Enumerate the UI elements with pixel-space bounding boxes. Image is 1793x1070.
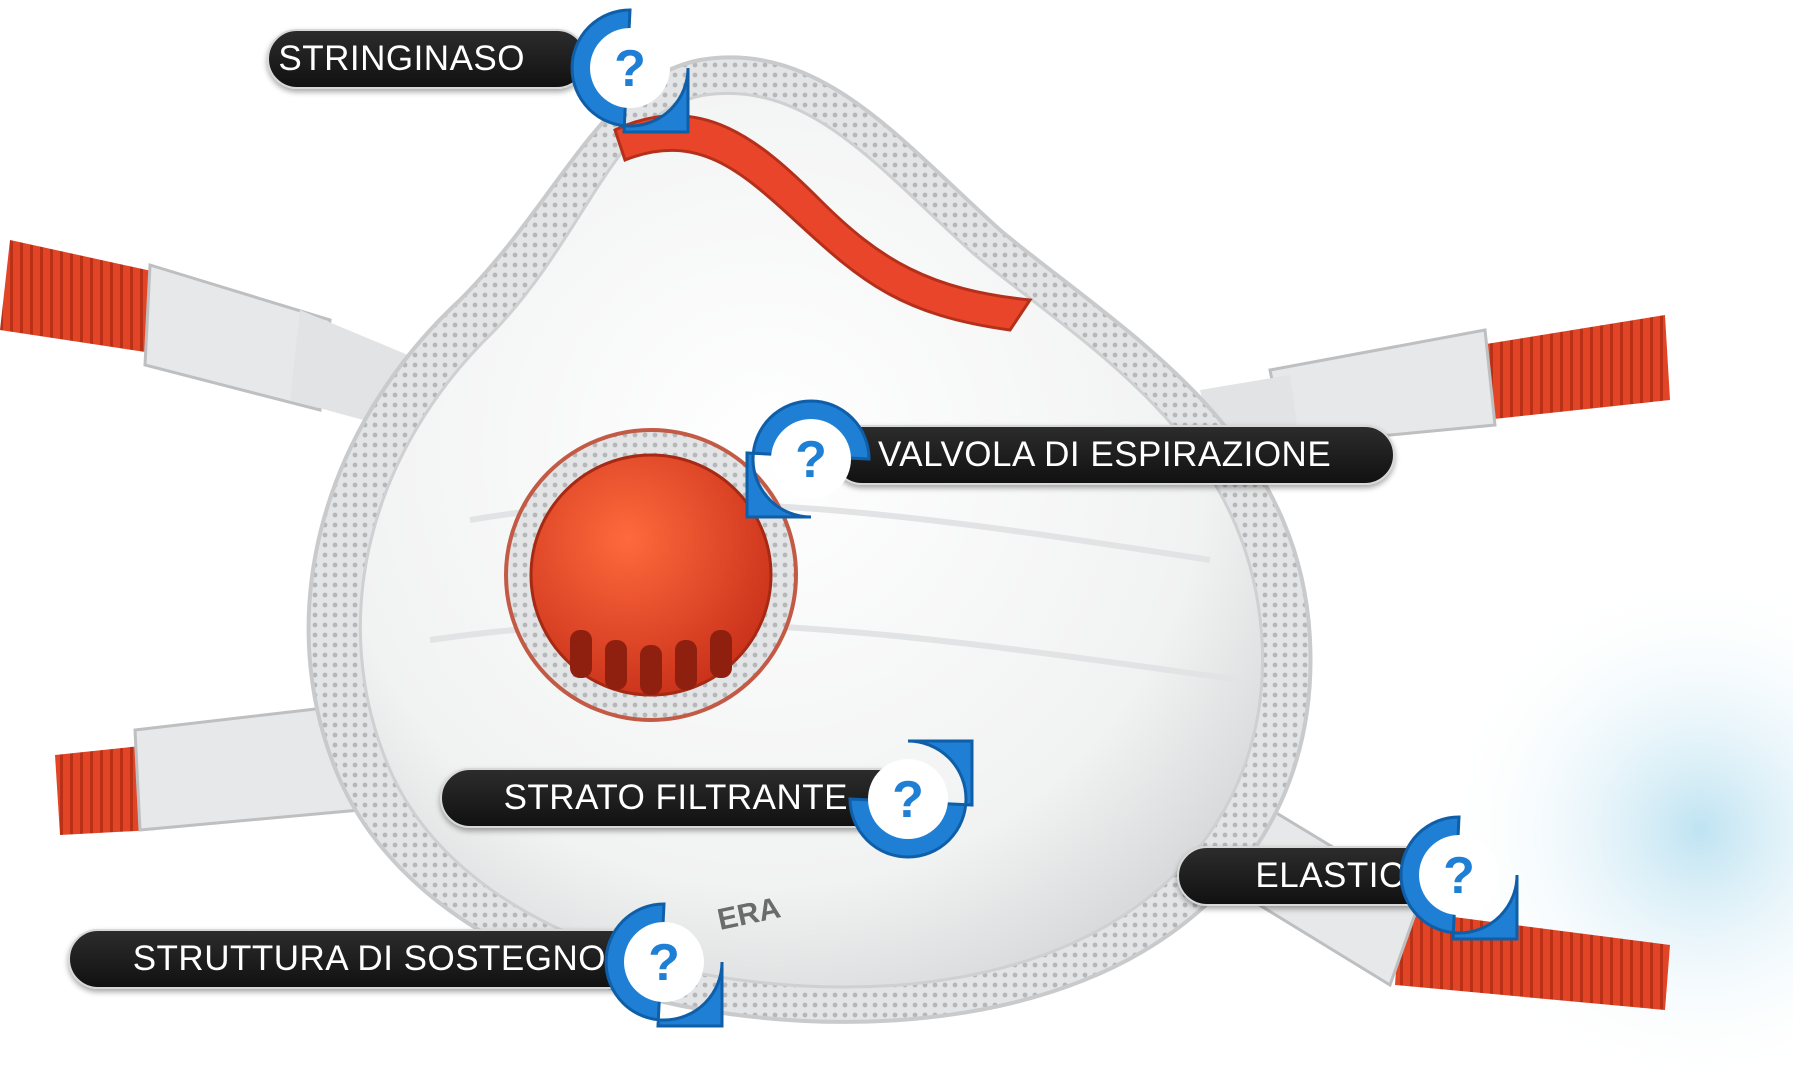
hotspot-label-text: STRINGINASO	[278, 31, 525, 87]
question-icon: ?	[850, 741, 972, 857]
hotspot-button-valvola-di-espirazione[interactable]: ?	[745, 393, 877, 525]
hotspot-button-stringinaso[interactable]: ?	[564, 2, 696, 134]
hotspot-label-valvola-di-espirazione[interactable]: VALVOLA DI ESPIRAZIONE	[832, 425, 1395, 485]
svg-text:?: ?	[614, 40, 646, 98]
question-icon: ?	[747, 401, 869, 517]
svg-text:?: ?	[795, 431, 827, 489]
hotspot-button-strato-filtrante[interactable]: ?	[842, 733, 974, 865]
hotspot-button-struttura-di-sostegno[interactable]: ?	[598, 896, 730, 1028]
svg-text:?: ?	[648, 934, 680, 992]
hotspot-button-elastici[interactable]: ?	[1393, 809, 1525, 941]
hotspot-label-text: VALVOLA DI ESPIRAZIONE	[878, 427, 1331, 483]
hotspot-label-strato-filtrante[interactable]: STRATO FILTRANTE	[440, 768, 910, 828]
hotspot-label-stringinaso[interactable]: STRINGINASO	[267, 29, 587, 89]
question-icon: ?	[1401, 817, 1517, 939]
svg-text:?: ?	[1443, 847, 1475, 905]
hotspot-label-text: ELASTICI	[1255, 848, 1415, 904]
question-icon: ?	[606, 904, 722, 1026]
svg-text:?: ?	[892, 771, 924, 829]
hotspot-label-text: STRATO FILTRANTE	[504, 770, 848, 826]
strap-top-left	[0, 240, 170, 355]
question-icon: ?	[572, 10, 688, 132]
hotspot-label-struttura-di-sostegno[interactable]: STRUTTURA DI SOSTEGNO	[68, 929, 668, 989]
hotspot-label-text: STRUTTURA DI SOSTEGNO	[133, 931, 606, 987]
strap-top-right	[1480, 315, 1670, 420]
